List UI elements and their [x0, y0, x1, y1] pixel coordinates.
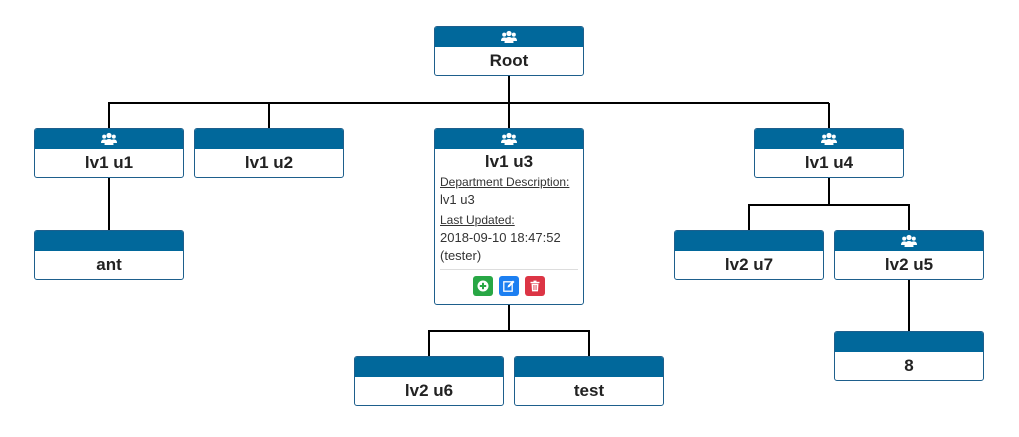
users-group-icon	[501, 30, 517, 43]
node-title: ant	[96, 255, 122, 274]
node-header	[35, 231, 183, 251]
users-group-icon	[901, 234, 917, 247]
add-button[interactable]	[472, 276, 493, 296]
node-title: lv2 u6	[404, 381, 454, 400]
node-title: lv2 u5	[884, 255, 934, 274]
node-header	[355, 357, 503, 377]
dept-desc-value: lv1 u3	[440, 192, 475, 207]
node-header	[835, 231, 983, 251]
node-title: lv1 u3	[484, 152, 534, 171]
node-test[interactable]: test	[514, 356, 664, 406]
users-group-icon	[821, 132, 837, 145]
node-lv1-u2[interactable]: lv1 u2	[194, 128, 344, 178]
node-header	[35, 129, 183, 149]
node-header	[195, 129, 343, 149]
node-header	[435, 27, 583, 47]
node-lv2-u7[interactable]: lv2 u7	[674, 230, 824, 280]
node-title: test	[573, 381, 605, 400]
divider	[440, 269, 578, 270]
delete-button[interactable]	[525, 276, 546, 296]
last-updated-label: Last Updated:	[440, 213, 515, 227]
node-header	[435, 129, 583, 149]
node-root[interactable]: Root	[434, 26, 584, 76]
node-header	[755, 129, 903, 149]
node-details: Department Description: lv1 u3 Last Upda…	[435, 175, 583, 265]
node-title: lv2 u7	[724, 255, 774, 274]
node-ant[interactable]: ant	[34, 230, 184, 280]
last-updated-value: 2018-09-10 18:47:52 (tester)	[440, 230, 561, 263]
node-header	[515, 357, 663, 377]
node-header	[835, 332, 983, 352]
node-title: lv1 u4	[804, 153, 854, 172]
users-group-icon	[501, 132, 517, 145]
node-lv2-u5[interactable]: lv2 u5	[834, 230, 984, 280]
node-title: Root	[489, 51, 529, 70]
plus-circle-icon	[477, 280, 489, 292]
node-8[interactable]: 8	[834, 331, 984, 381]
node-title: lv1 u2	[244, 153, 294, 172]
node-title: lv1 u1	[84, 153, 134, 172]
node-lv1-u3[interactable]: lv1 u3 Department Description: lv1 u3 La…	[434, 128, 584, 305]
node-lv1-u1[interactable]: lv1 u1	[34, 128, 184, 178]
users-group-icon	[101, 132, 117, 145]
node-actions	[435, 270, 583, 296]
dept-desc-label: Department Description:	[440, 175, 570, 189]
node-header	[675, 231, 823, 251]
edit-icon	[503, 280, 515, 292]
node-lv2-u6[interactable]: lv2 u6	[354, 356, 504, 406]
node-title: 8	[904, 356, 914, 375]
node-lv1-u4[interactable]: lv1 u4	[754, 128, 904, 178]
trash-icon	[530, 280, 540, 292]
edit-button[interactable]	[499, 276, 519, 296]
